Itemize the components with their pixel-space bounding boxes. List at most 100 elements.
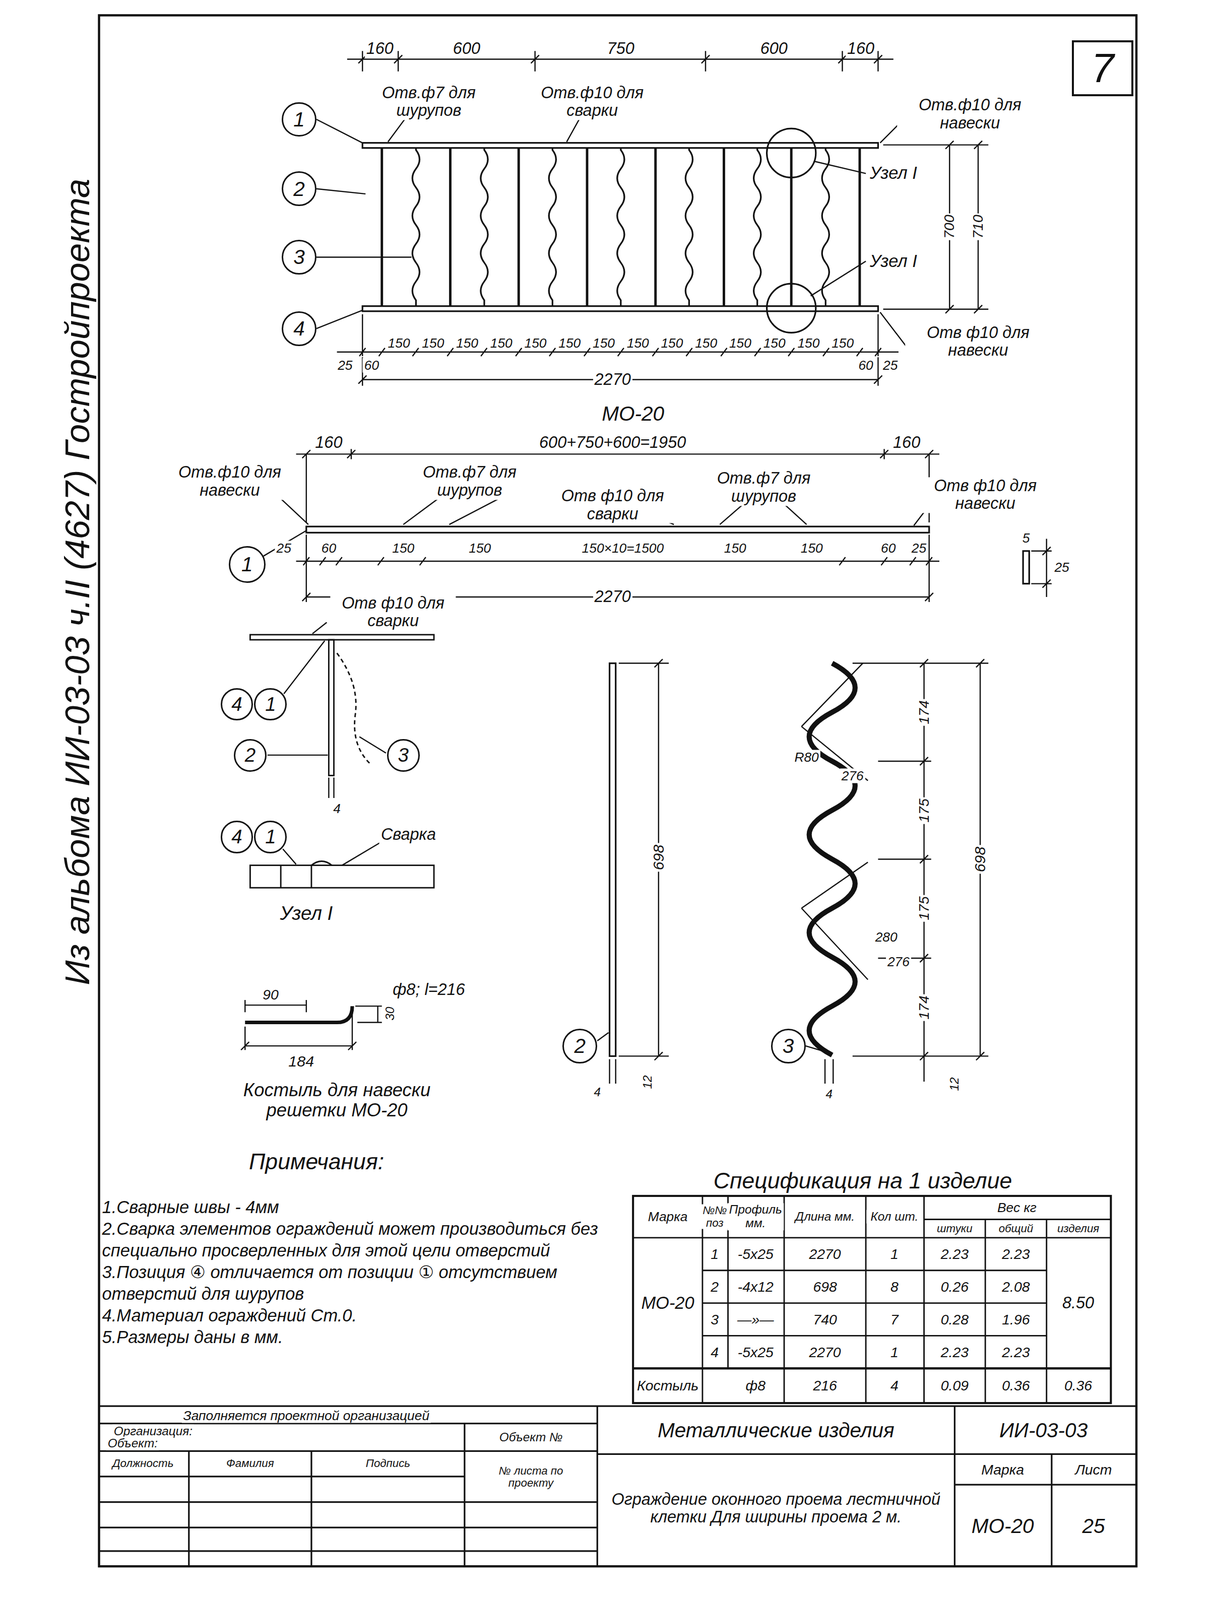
callout-circle: 1 [281, 102, 317, 138]
callout-circle: 3 [771, 1029, 806, 1064]
dimension-text: 150 [386, 335, 412, 351]
flat-bar-drawing [597, 659, 669, 1084]
table-cell: 216 [811, 1378, 839, 1395]
dimension-text: 600+750+600=1950 [537, 433, 688, 453]
hook-drawing [240, 1000, 382, 1051]
title-block-text: Объект № [497, 1430, 564, 1445]
specification-table [632, 1367, 1111, 1370]
table-cell: 1 [888, 1246, 901, 1263]
hook-drawing [240, 1000, 382, 1051]
notes-heading: Примечания: [247, 1149, 386, 1175]
specification-table [632, 1196, 1111, 1404]
dimension-text: 30 [383, 1005, 398, 1022]
table-cell: 4 [888, 1378, 901, 1395]
drawing-mark: МО-20 [600, 402, 666, 425]
grille-elevation [362, 143, 878, 149]
callout-number: 2 [574, 1036, 587, 1057]
sheet-number: 7 [1091, 47, 1115, 89]
specification-table [632, 1196, 1111, 1404]
grille-elevation [767, 128, 816, 178]
grille-elevation [767, 283, 816, 333]
dimension-text: 175 [916, 797, 932, 824]
dimension-text: Отв ф10 для сварки [330, 594, 456, 631]
table-cell: общий [997, 1223, 1036, 1236]
dimension-text: 600 [758, 39, 790, 58]
grille-elevation [548, 148, 556, 307]
table-cell: 8.50 [1060, 1294, 1096, 1313]
sheet-frame [99, 15, 1137, 1567]
table-cell: 2.23 [1000, 1345, 1032, 1361]
node-detail [280, 861, 332, 889]
table-cell: №№ поз [700, 1204, 729, 1230]
callout-number: 2 [293, 178, 305, 200]
dimension-text: 2270 [593, 370, 633, 390]
dimension-text: Отв ф10 для сварки [547, 487, 678, 524]
leader-line [316, 114, 907, 348]
table-cell: -5x25 [736, 1246, 776, 1263]
table-cell: 0.36 [1062, 1378, 1094, 1395]
dimension-text: 150 [488, 335, 515, 351]
dimension-text: 698 [971, 845, 989, 875]
table-cell: 2.23 [939, 1345, 971, 1361]
note-text: 4.Материал ограждений Ст.0. [102, 1305, 628, 1327]
dimension-text: 25 [275, 541, 293, 556]
dimension-text: Отв ф10 для навески [905, 324, 1052, 360]
dimension-text: 276 [840, 768, 866, 784]
dimension-text: 160 [845, 39, 876, 58]
dimension-text: Отв.ф7 для шурупов [698, 470, 829, 506]
dimension-text: 60 [879, 541, 898, 556]
dimension-text: 600 [451, 39, 482, 58]
grille-elevation [412, 148, 420, 307]
title-block-text: 25 [1080, 1515, 1107, 1539]
strip-drawing [1031, 538, 1052, 597]
table-cell: 4 [709, 1345, 721, 1361]
grille-elevation [480, 148, 488, 307]
table-cell: МО-20 [639, 1294, 696, 1314]
strip-drawing [306, 526, 930, 533]
title-block-text: Объект: [106, 1436, 160, 1451]
callout-number: 4 [231, 694, 242, 715]
table-cell: 3 [709, 1312, 721, 1328]
dimension-text: 160 [364, 39, 396, 58]
dimension-text: 280 [873, 929, 900, 945]
table-cell: Вес кг [995, 1200, 1039, 1216]
leader-line [810, 161, 866, 296]
table-cell: 698 [811, 1279, 839, 1296]
specification-table [632, 1196, 1111, 1404]
wavy-bar-drawing [805, 659, 989, 1084]
dimension-text: 150 [591, 335, 617, 351]
table-cell: -5x25 [736, 1345, 776, 1361]
strip-drawing [296, 557, 940, 566]
table-cell: Костыль [635, 1378, 700, 1395]
dimension-text: 150 [625, 335, 651, 351]
joint-detail [337, 653, 370, 764]
wavy-bar-drawing [801, 663, 868, 981]
table-cell: 2.23 [1000, 1246, 1032, 1263]
joint-detail [249, 622, 434, 799]
joint-detail [328, 640, 334, 776]
table-cell: 0.26 [939, 1279, 971, 1296]
grille-elevation [381, 148, 860, 307]
dimension-text: 12 [640, 1073, 655, 1091]
table-cell: 1 [709, 1246, 721, 1263]
dimension-text: 710 [970, 213, 986, 240]
callout-number: 3 [293, 246, 305, 268]
table-title: Спецификация на 1 изделие [712, 1169, 1014, 1194]
wavy-bar-drawing [809, 663, 856, 1056]
note-text: 3.Позиция ④ отличается от позиции ① отсу… [102, 1261, 628, 1306]
title-block-text: Организация: [112, 1424, 195, 1439]
dimension-text: 150 [727, 335, 753, 351]
title-block-text: Должность [110, 1457, 175, 1471]
callout-circle: 1 [253, 688, 287, 722]
title-block-text: Подпись [364, 1457, 412, 1471]
dimension-text: 2270 [593, 588, 633, 607]
callout-circle: 3 [387, 739, 420, 773]
note-text: 1.Сварные швы - 4мм [102, 1196, 628, 1219]
dimension-text: 150 [556, 335, 583, 351]
dimension-text: 150 [523, 335, 549, 351]
callout-number: 3 [782, 1036, 795, 1057]
note-text: 5.Размеры даны в мм. [102, 1326, 628, 1349]
callout-circle: 2 [281, 171, 317, 207]
dimension-text: 698 [650, 843, 667, 873]
table-cell: Профиль мм. [727, 1203, 784, 1231]
